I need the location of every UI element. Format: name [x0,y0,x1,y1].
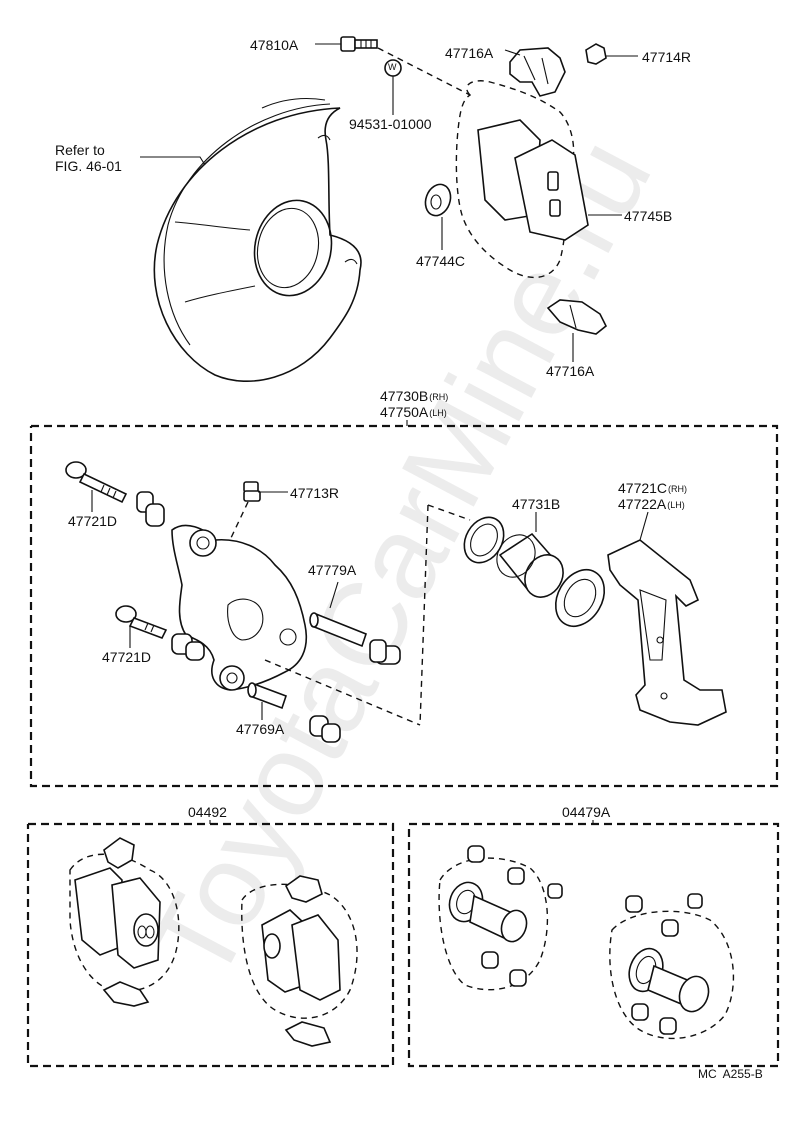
kit-04479a-contents [438,845,735,1040]
bolt-47721d-top [65,461,128,504]
shim-47744c [424,183,452,217]
footer-code: MC A255-B [698,1067,763,1081]
label-47721d-top: 47721D [68,513,118,529]
label-47721c-side: (RH) [668,484,688,494]
label-47745b: 47745B [624,208,673,224]
label-47721c: 47721C(RH) [618,481,687,495]
label-47721c-code: 47721C [618,480,668,496]
piston-seal-47731b [463,516,606,628]
bolt-47721d-bottom [115,605,168,640]
label-47716a-bottom: 47716A [546,363,595,379]
label-47722a-code: 47722A [618,496,667,512]
boot-pin-47779a [369,639,401,665]
brake-pads [477,119,589,241]
label-47713r: 47713R [290,485,340,501]
label-47730b: 47730B(RH) [380,389,448,403]
label-94531: 94531-01000 [349,116,432,132]
washer-mark: W [388,62,397,72]
label-refer-line1: Refer to [55,142,105,158]
label-47722a-side: (LH) [667,500,685,510]
kit-04479a-box [407,822,780,1068]
leader-refer [140,156,206,166]
label-47716a-top: 47716A [445,45,494,61]
label-refer-line2: FIG. 46-01 [55,158,122,174]
bolt-47810a [340,36,378,52]
leader-47722a [639,511,649,541]
boot-pin-47769a [309,715,341,743]
label-47750a: 47750A(LH) [380,405,447,419]
label-47731b: 47731B [512,496,561,512]
kit-04492-contents [69,837,358,1047]
boot-top [136,491,165,527]
pin-47769a [247,682,288,710]
boot-bottom [171,633,205,661]
caliper-body [171,524,307,691]
label-47721d-bottom: 47721D [102,649,152,665]
leader-47779a [329,581,339,609]
label-47744c: 47744C [416,253,466,269]
label-47750a-code: 47750A [380,404,429,420]
label-47714r: 47714R [642,49,692,65]
cap-47714r [585,43,607,65]
assembly-box [29,424,779,788]
label-47779a: 47779A [308,562,357,578]
bleeder-47713r [243,481,261,502]
label-47769a: 47769A [236,721,285,737]
label-47730b-code: 47730B [380,388,429,404]
label-kit-04492: 04492 [188,804,227,820]
label-47750a-side: (LH) [429,408,447,418]
label-47722a: 47722A(LH) [618,497,685,511]
leader-47716a-top [504,49,521,56]
label-47730b-side: (RH) [429,392,449,402]
label-47810a: 47810A [250,37,299,53]
pin-47779a [309,612,367,648]
mounting-bracket [607,539,727,726]
clip-47716a-top [509,47,566,97]
dust-cover [153,97,362,382]
label-kit-04479a: 04479A [562,804,611,820]
clip-47716a-bottom [546,299,608,335]
caliper-top-outline [455,80,575,279]
